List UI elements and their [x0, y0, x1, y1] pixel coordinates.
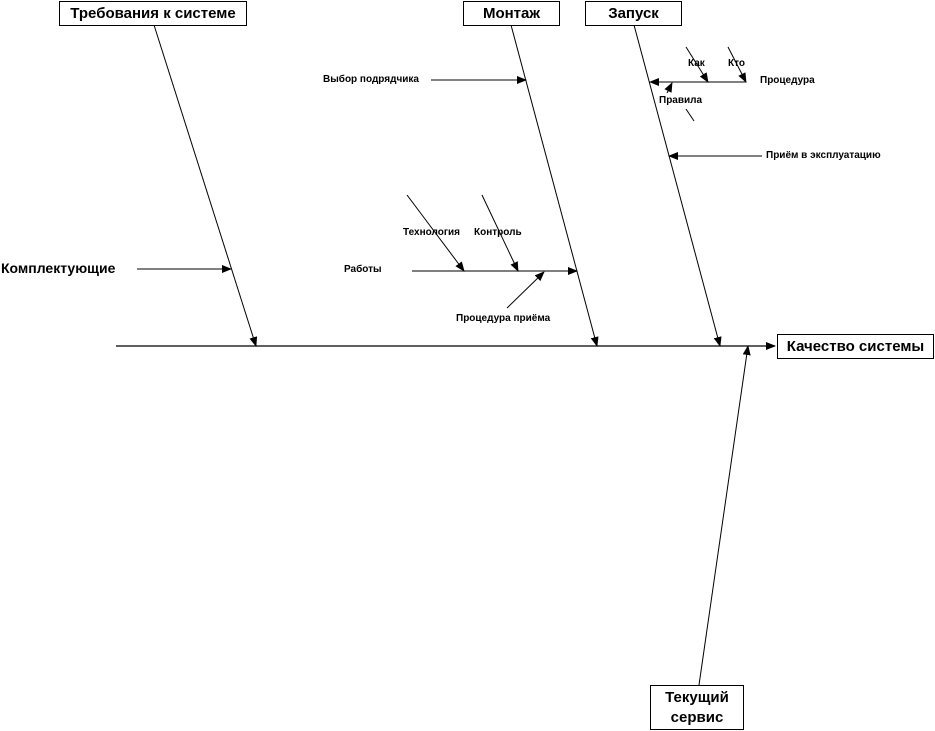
- cause-works-label: Работы: [344, 264, 382, 275]
- arrow-control: [481, 194, 519, 272]
- category-assembly-label: Монтаж: [482, 5, 541, 22]
- cause-contractor-choice-label: Выбор подрядчика: [323, 74, 419, 85]
- bone-requirements: [153, 24, 258, 347]
- category-box-requirements: Требования к системе: [59, 1, 247, 26]
- cause-commissioning-label: Приём в эксплуатацию: [766, 150, 881, 161]
- category-requirements-label: Требования к системе: [70, 5, 236, 22]
- bone-assembly: [510, 24, 599, 347]
- effect-box: Качество системы: [777, 334, 934, 359]
- cause-who-label: Кто: [728, 58, 745, 69]
- arrow-who: [727, 46, 747, 83]
- cause-procedure-label: Процедура: [760, 75, 815, 86]
- cause-how-label: Как: [688, 58, 705, 69]
- category-service-label-line2: сервис: [670, 708, 724, 726]
- category-box-service: Текущий сервис: [650, 685, 744, 730]
- bone-launch: [633, 24, 722, 347]
- arrow-technology: [406, 194, 465, 272]
- category-box-launch: Запуск: [585, 1, 682, 26]
- bone-service: [698, 345, 751, 686]
- category-box-assembly: Монтаж: [463, 1, 560, 26]
- cause-acceptance-procedure-label: Процедура приёма: [456, 313, 551, 324]
- arrow-rules: [664, 82, 673, 94]
- cause-control-label: Контроль: [474, 227, 522, 238]
- category-components-label: Комплектующие: [1, 260, 116, 276]
- cause-technology-label: Технология: [403, 227, 460, 238]
- arrow-acceptance-procedure: [506, 271, 545, 309]
- category-launch-label: Запуск: [608, 5, 659, 22]
- effect-label: Качество системы: [786, 338, 925, 355]
- arrow-how: [685, 46, 709, 83]
- cause-rules-label: Правила: [659, 95, 703, 106]
- arrow-rules-tail: [685, 108, 695, 122]
- category-service-label-line1: Текущий: [665, 688, 729, 706]
